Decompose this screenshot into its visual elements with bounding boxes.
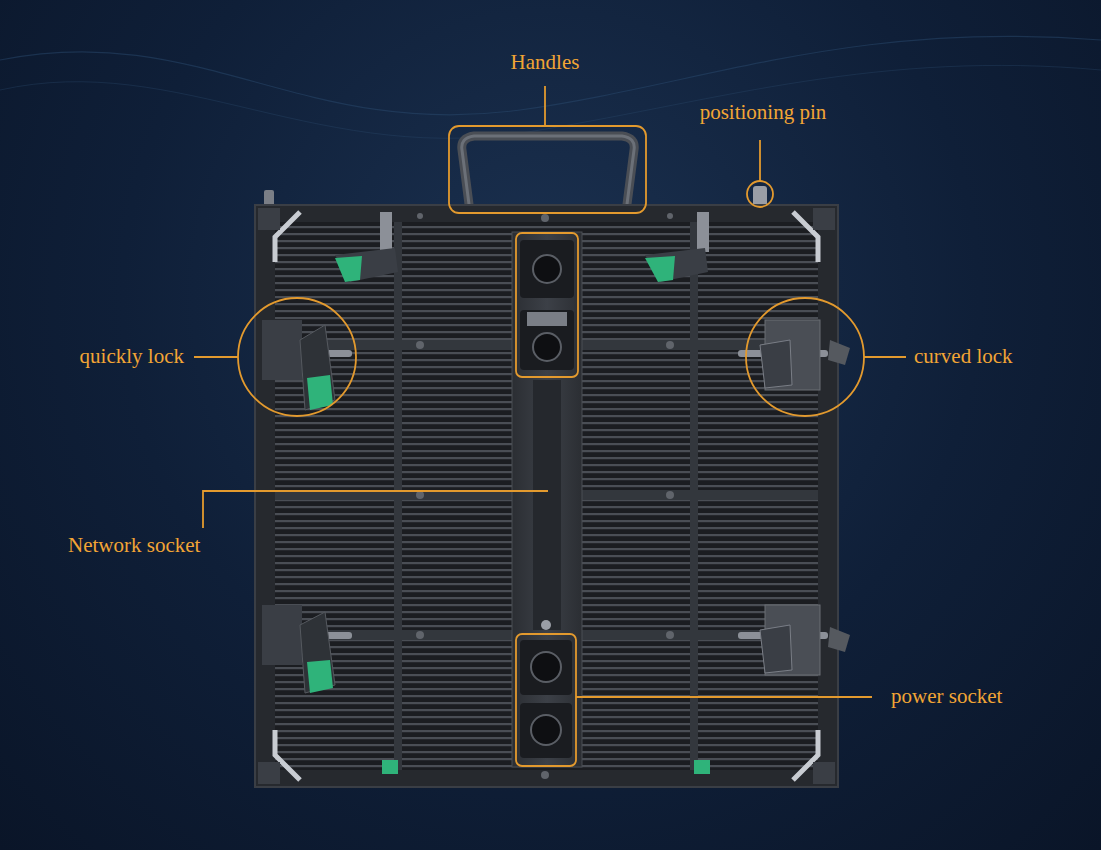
corner-bracket <box>275 212 818 780</box>
power-socket <box>520 620 572 758</box>
green-tab <box>382 760 398 774</box>
handle <box>462 136 635 212</box>
fin-area <box>275 222 818 770</box>
callout-label: power socket <box>889 684 1004 709</box>
handle-highlight <box>462 136 635 212</box>
bolts <box>416 213 674 779</box>
grid-dividers <box>275 222 818 770</box>
background-wave <box>0 65 1101 138</box>
curved-lock <box>760 320 850 675</box>
callout-label: positioning pin <box>698 100 829 125</box>
callout-label: Handles <box>509 50 582 75</box>
callout-label: curved lock <box>912 344 1015 369</box>
positioning-pin <box>753 186 767 206</box>
callout-label: Network socket <box>66 533 202 558</box>
network-socket <box>520 240 574 370</box>
callout-leaders <box>194 86 906 766</box>
background-wave <box>0 36 1101 115</box>
cable-channel <box>533 380 561 630</box>
green-tab <box>694 760 710 774</box>
quick-lock <box>262 320 335 693</box>
central-spine <box>512 232 582 767</box>
callout-label: quickly lock <box>78 344 186 369</box>
cabinet-frame <box>255 205 838 787</box>
pin <box>264 190 274 206</box>
lock-rods <box>262 350 828 639</box>
